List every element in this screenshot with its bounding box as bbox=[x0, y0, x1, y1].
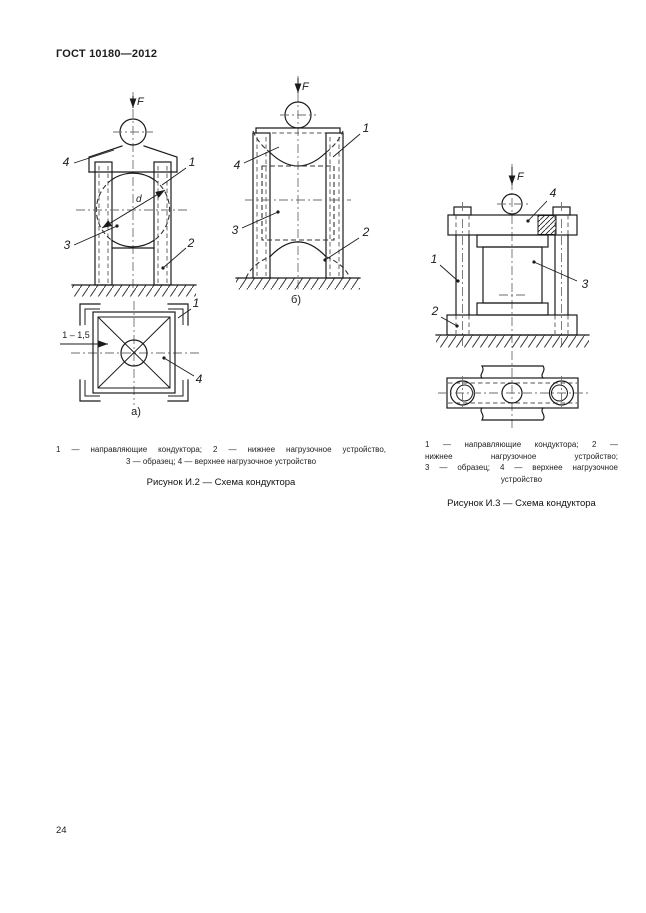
legend-line: 3 — образец; 4 — верхнее нагрузочное bbox=[425, 463, 618, 472]
force-arrow: F bbox=[129, 96, 145, 108]
figure-i2-legend: 1 — направляющие кондуктора; 2 — нижнее … bbox=[56, 444, 386, 467]
diameter-label: d bbox=[136, 194, 142, 205]
callout-lower-device: 2 bbox=[362, 225, 370, 239]
legend-line: 3 — образец; 4 — верхнее нагрузочное уст… bbox=[125, 456, 317, 466]
legend-line: устройство bbox=[500, 474, 543, 484]
callout-specimen: 3 bbox=[582, 277, 589, 291]
break-line-flaps bbox=[480, 365, 545, 421]
callouts: 4 1 3 2 bbox=[63, 149, 196, 270]
force-arrow: F bbox=[508, 167, 525, 185]
corner-brackets bbox=[79, 303, 189, 402]
lower-platen bbox=[476, 302, 549, 316]
callout-specimen: 3 bbox=[64, 238, 71, 252]
figure-i3-plan-view bbox=[438, 365, 588, 421]
callout-upper-device: 4 bbox=[550, 186, 557, 200]
gap-dimension-label: 1 – 1,5 bbox=[62, 330, 90, 340]
view-b-label: б) bbox=[291, 294, 301, 306]
callout-specimen: 3 bbox=[232, 223, 239, 237]
callout-lower-device: 2 bbox=[187, 236, 195, 250]
figure-i3-caption: Рисунок И.3 — Схема кондуктора bbox=[447, 498, 596, 509]
crossbeam-section-hatch bbox=[537, 215, 557, 235]
force-arrow: F bbox=[294, 78, 310, 93]
top-bar bbox=[255, 127, 341, 134]
ground bbox=[71, 284, 197, 297]
view-a-label: а) bbox=[131, 406, 141, 418]
callouts: 1 4 3 2 bbox=[232, 121, 370, 262]
callout-guides: 1 bbox=[193, 296, 200, 310]
callout-upper-device: 4 bbox=[234, 158, 241, 172]
tie-rods bbox=[453, 202, 571, 346]
figure-i3-side-view: F bbox=[431, 164, 590, 428]
specimen-dashed bbox=[261, 165, 335, 241]
diagonals bbox=[97, 316, 171, 389]
callout-upper-device: 4 bbox=[196, 372, 203, 386]
center-hole bbox=[120, 339, 148, 367]
gap-dimension: 1 – 1,5 bbox=[60, 330, 108, 348]
inner-frame bbox=[97, 316, 171, 389]
page-number: 24 bbox=[56, 825, 67, 836]
upper-platen bbox=[476, 234, 549, 248]
legend-line: 1 — направляющие кондуктора; 2 — нижнее … bbox=[56, 445, 386, 454]
callout-guides: 1 bbox=[431, 252, 438, 266]
callouts: 1 4 bbox=[162, 296, 203, 386]
ground bbox=[435, 334, 590, 348]
callout-upper-device: 4 bbox=[63, 155, 70, 169]
legend-line: нижнее нагрузочное устройство; bbox=[425, 451, 618, 461]
callouts: 4 1 3 2 bbox=[431, 186, 589, 328]
force-label: F bbox=[517, 171, 525, 183]
callout-guides: 1 bbox=[363, 121, 370, 135]
guide-columns bbox=[252, 132, 344, 279]
crossbeam bbox=[447, 214, 578, 236]
legend-line: 1 — направляющие кондуктора; 2 — bbox=[425, 440, 618, 449]
page-header: ГОСТ 10180—2012 bbox=[56, 48, 158, 60]
figure-i2b-side-view: F bbox=[232, 76, 370, 306]
figure-i2-caption: Рисунок И.2 — Схема кондуктора bbox=[146, 477, 296, 488]
rod-right bbox=[551, 384, 568, 402]
upper-loading-yoke bbox=[88, 145, 178, 173]
force-label: F bbox=[137, 96, 145, 108]
force-label: F bbox=[302, 81, 310, 93]
figure-i2a-top-view: 1 – 1,5 1 4 а) bbox=[60, 296, 203, 418]
figure-i3-legend: 1 — направляющие кондуктора; 2 — нижнее … bbox=[425, 439, 618, 485]
ground bbox=[235, 277, 361, 290]
figure-i2a-side-view: F bbox=[63, 92, 197, 297]
callout-lower-device: 2 bbox=[431, 304, 439, 318]
callout-guides: 1 bbox=[189, 155, 196, 169]
diameter-dimension: d bbox=[101, 189, 166, 229]
outer-frame bbox=[92, 311, 176, 394]
